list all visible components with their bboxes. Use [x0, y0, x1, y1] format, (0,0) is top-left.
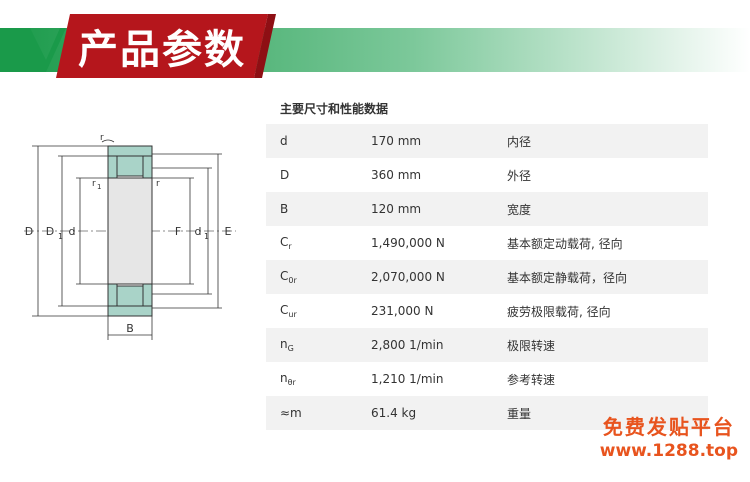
spec-symbol: ≈m [266, 396, 371, 430]
dim-label-r-top: r [100, 133, 104, 143]
bearing-drawing: D D 1 d F d 1 E B r r 1 r [24, 133, 236, 340]
spec-value: 360 mm [371, 168, 422, 182]
spec-symbol: nθr [266, 362, 371, 396]
watermark: 免费发贴平台 www.1288.top [600, 414, 738, 462]
dim-label-d1-sub: 1 [204, 232, 209, 241]
dim-label-r1-sub: 1 [97, 183, 101, 191]
spec-symbol-sub: G [287, 344, 294, 353]
dim-label-B: B [126, 322, 134, 335]
banner-background [0, 14, 750, 78]
spec-symbol: Cr [266, 226, 371, 260]
spec-description: 基本额定静载荷，径向 [507, 270, 628, 285]
spec-symbol-main: n [280, 371, 288, 385]
header-banner: 产品参数 [0, 0, 750, 85]
spec-value: 170 mm [371, 134, 422, 148]
spec-symbol: C0r [266, 260, 371, 294]
spec-description: 基本额定动载荷, 径向 [507, 236, 623, 251]
spec-symbol: nG [266, 328, 371, 362]
dim-label-d1: d [195, 225, 202, 238]
spec-symbol-sub: ur [288, 310, 297, 319]
spec-description: 内径 [507, 134, 532, 149]
spec-row: d 170 mm 内径 [266, 124, 708, 158]
spec-description: 疲劳极限载荷, 径向 [507, 304, 611, 319]
spec-value: 120 mm [371, 202, 422, 216]
spec-description: 外径 [507, 168, 532, 183]
spec-symbol-main: D [280, 168, 290, 182]
spec-symbol-main: C [280, 303, 289, 317]
spec-symbol-sub: θr [287, 378, 296, 387]
spec-symbol-sub: 0r [288, 276, 297, 285]
watermark-line1: 免费发贴平台 [602, 415, 735, 439]
spec-symbol-sub: r [288, 242, 292, 251]
dim-label-r-inner: r [156, 179, 160, 189]
dim-label-D1-sub: 1 [58, 232, 63, 241]
dim-label-E: E [225, 225, 232, 238]
spec-symbol-main: d [280, 134, 288, 148]
spec-value: 61.4 kg [371, 406, 417, 420]
spec-value: 2,800 1/min [371, 338, 444, 352]
spec-symbol-main: C [280, 235, 289, 249]
spec-divider [266, 125, 708, 127]
spec-symbol-main: C [280, 269, 289, 283]
spec-value: 231,000 N [371, 304, 434, 318]
spec-symbol: d [266, 124, 371, 158]
spec-symbol-main: ≈m [280, 406, 302, 420]
dim-label-D1: D [46, 225, 54, 238]
spec-symbol-main: B [280, 202, 289, 216]
spec-symbol-main: n [280, 337, 288, 351]
spec-row: ≈m 61.4 kg 重量 [266, 396, 708, 430]
watermark-line2: www.1288.top [599, 441, 738, 461]
dim-label-r1: r [92, 179, 96, 189]
spec-row: B 120 mm 宽度 [266, 192, 708, 226]
spec-value: 1,210 1/min [371, 372, 444, 386]
spec-description: 极限转速 [507, 338, 556, 353]
spec-description: 参考转速 [507, 372, 556, 387]
spec-description: 重量 [507, 406, 532, 421]
spec-title: 主要尺寸和性能数据 [280, 102, 389, 116]
bearing-diagram: D D 1 d F d 1 E B r r 1 r [18, 128, 248, 348]
dim-label-D: D [25, 225, 33, 238]
spec-value: 2,070,000 N [371, 270, 445, 284]
spec-symbol: B [266, 192, 371, 226]
spec-description: 宽度 [507, 202, 532, 217]
spec-value: 1,490,000 N [371, 236, 445, 250]
dim-label-d: d [69, 225, 76, 238]
spec-symbol: Cur [266, 294, 371, 328]
dim-label-F: F [175, 225, 181, 238]
spec-row: D 360 mm 外径 [266, 158, 708, 192]
banner-title: 产品参数 [78, 27, 246, 73]
spec-symbol: D [266, 158, 371, 192]
